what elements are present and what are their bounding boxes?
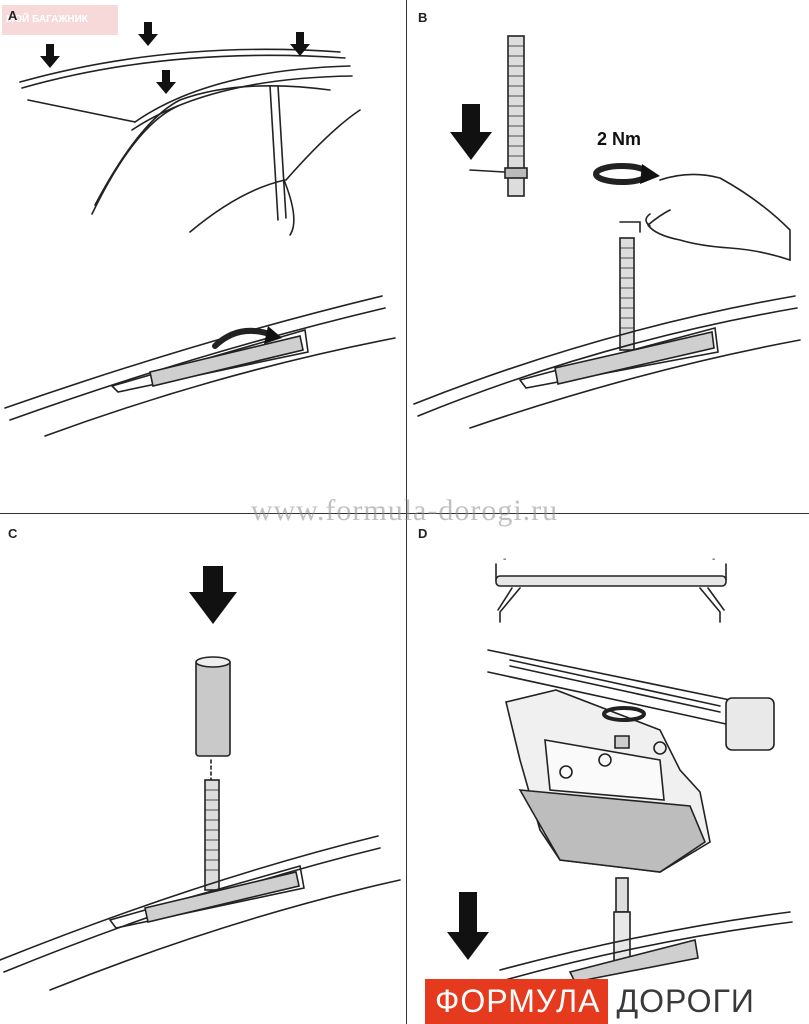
roof-rail-a: [4, 295, 396, 437]
car-roof-drawing: [19, 48, 361, 236]
stud-d: [613, 877, 631, 963]
roof-rail-d: [499, 911, 793, 983]
torque-rotate-icon: [593, 163, 660, 185]
panel-letter-b: B: [418, 10, 428, 25]
roof-rail-c: [0, 835, 401, 991]
threaded-stud-b: [619, 237, 635, 351]
arrow-down-icon: [189, 566, 237, 624]
arrow-down-icon: [450, 104, 492, 160]
rotate-arrow-icon: [212, 326, 282, 349]
logo-part-white: ДОРОГИ: [608, 979, 763, 1024]
roof-bar-top-view: [495, 563, 727, 623]
spacer-sleeve: [195, 656, 231, 757]
threaded-stud-c: [204, 779, 220, 891]
arrow-down-icon: [156, 70, 176, 94]
site-badge: МОЙ БАГАЖНИК: [2, 5, 118, 35]
arrow-down-icon: [40, 44, 60, 68]
bar-end-mark-right: -: [712, 554, 716, 565]
panel-letter-d: D: [418, 526, 428, 541]
vertical-divider: [406, 0, 407, 1024]
roof-bar-foot: [505, 689, 711, 873]
roof-rail-b: [413, 295, 801, 429]
arrow-down-icon: [290, 32, 310, 56]
roof-point-arrows: [40, 22, 310, 94]
hand-drawing: [619, 173, 791, 262]
torque-label: 2 Nm: [597, 129, 642, 149]
roof-bar-profile: [487, 649, 775, 751]
panel-letter-a: A: [8, 8, 18, 23]
bar-end-mark-left: -: [503, 554, 507, 565]
arrow-down-icon: [447, 892, 489, 960]
brand-logo: ФОРМУЛА ДОРОГИ: [425, 979, 809, 1024]
panel-letter-c: C: [8, 526, 18, 541]
arrow-down-icon: [138, 22, 158, 46]
horizontal-divider: [0, 513, 809, 514]
watermark-url: www.formula-dorogi.ru: [250, 494, 559, 527]
threaded-bolt-b: [469, 35, 528, 197]
logo-part-red: ФОРМУЛА: [425, 979, 609, 1024]
